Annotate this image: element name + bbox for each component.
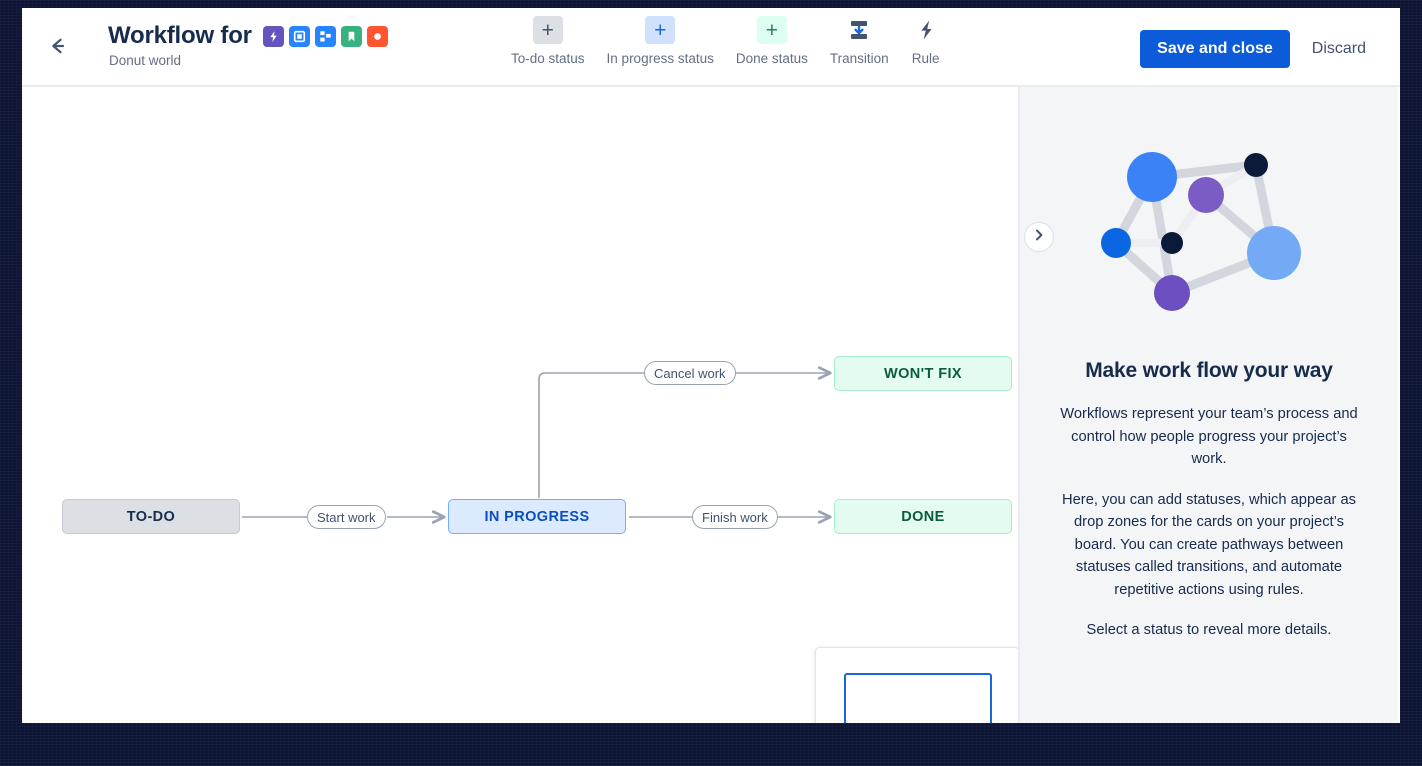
collapse-panel-button[interactable] [1024, 222, 1054, 252]
status-node-wontfix[interactable]: WON'T FIX [834, 356, 1012, 391]
circle-icon [366, 25, 388, 47]
transition-label: Start work [317, 509, 376, 525]
transition-label: Cancel work [654, 365, 726, 381]
add-done-status-label: Done status [735, 51, 808, 66]
node-branch-icon [314, 25, 336, 47]
header-actions: Save and close Discard [1140, 30, 1378, 68]
status-toolbar: + To-do status + In progress status + Do… [500, 16, 952, 66]
add-rule-button[interactable]: Rule [900, 16, 952, 66]
add-transition-label: Transition [829, 51, 889, 66]
add-rule-label: Rule [911, 51, 940, 66]
sidebar-title: Make work flow your way [1085, 359, 1333, 382]
add-transition-button[interactable]: Transition [819, 16, 900, 66]
back-button[interactable] [39, 30, 75, 66]
sidebar-paragraph-2: Here, you can add statuses, which appear… [1062, 491, 1356, 598]
transition-label: Finish work [702, 509, 768, 525]
chevron-right-icon [1032, 228, 1046, 247]
bolt-icon [262, 25, 284, 47]
rule-bolt-icon [911, 16, 941, 44]
discard-button[interactable]: Discard [1300, 30, 1378, 68]
save-and-close-button[interactable]: Save and close [1140, 30, 1290, 68]
status-node-label: IN PROGRESS [484, 508, 590, 525]
square-outline-icon [288, 25, 310, 47]
status-node-inprogress[interactable]: IN PROGRESS [448, 499, 626, 534]
transition-cancel-work[interactable]: Cancel work [644, 361, 736, 385]
workflow-canvas[interactable]: TO-DO IN PROGRESS DONE WON'T FIX Start w… [22, 87, 1020, 723]
transition-start-work[interactable]: Start work [307, 505, 386, 529]
transition-icon [844, 16, 874, 44]
add-done-status-button[interactable]: + Done status [725, 16, 819, 66]
workflow-network-illustration [1101, 152, 1301, 311]
minimap-panel[interactable] [815, 647, 1018, 723]
body-area: TO-DO IN PROGRESS DONE WON'T FIX Start w… [22, 87, 1400, 723]
status-node-done[interactable]: DONE [834, 499, 1012, 534]
status-node-label: TO-DO [126, 508, 176, 525]
add-inprogress-status-button[interactable]: + In progress status [596, 16, 725, 66]
info-sidebar: Make work flow your way Workflows repres… [1020, 87, 1398, 723]
workflow-edges [242, 87, 1020, 723]
add-inprogress-status-label: In progress status [606, 51, 714, 66]
transition-finish-work[interactable]: Finish work [692, 505, 778, 529]
status-node-todo[interactable]: TO-DO [62, 499, 240, 534]
app-header: Workflow for [22, 8, 1400, 87]
title-icon-group [262, 25, 388, 47]
add-todo-status-label: To-do status [511, 51, 585, 66]
status-node-label: DONE [901, 508, 945, 525]
page-title: Workflow for [108, 22, 252, 49]
sidebar-paragraph-1: Workflows represent your team’s process … [1060, 406, 1358, 467]
status-node-label: WON'T FIX [884, 365, 962, 382]
plus-icon: + [532, 16, 563, 44]
app-window: Workflow for [22, 8, 1400, 723]
bookmark-icon [340, 25, 362, 47]
sidebar-paragraph-3: Select a status to reveal more details. [1086, 622, 1332, 638]
plus-icon: + [756, 16, 787, 44]
minimap-viewport[interactable] [844, 673, 992, 723]
title-block: Workflow for [108, 22, 388, 68]
arrow-left-icon [46, 35, 68, 62]
plus-icon: + [645, 16, 676, 44]
page-subtitle: Donut world [109, 53, 182, 68]
add-todo-status-button[interactable]: + To-do status [500, 16, 596, 66]
